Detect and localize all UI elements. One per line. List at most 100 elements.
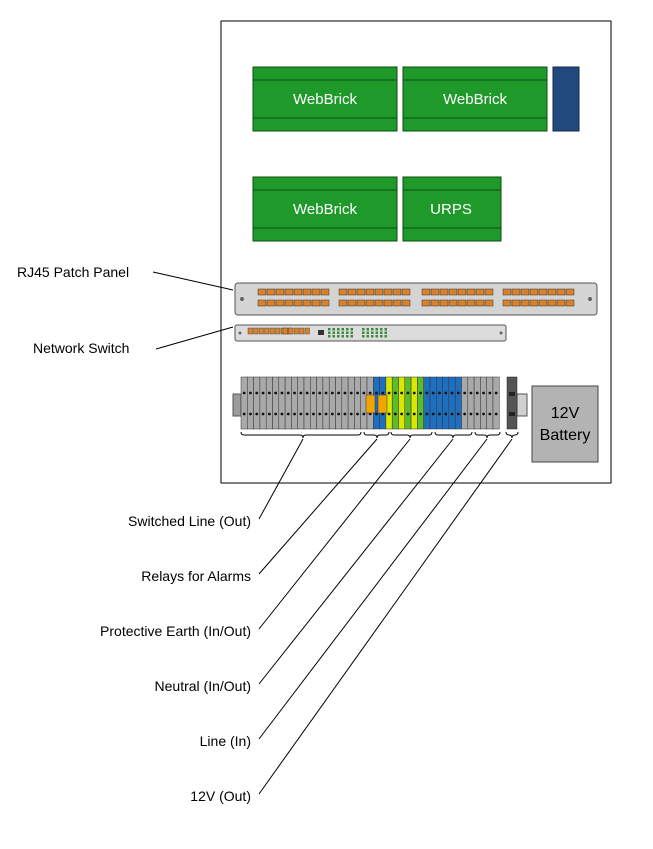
terminal-screw bbox=[412, 391, 416, 395]
terminal-screw bbox=[299, 412, 303, 416]
terminal-screw bbox=[450, 412, 454, 416]
rj45-jack bbox=[457, 288, 467, 296]
leader-lines bbox=[152, 271, 513, 795]
switch-led bbox=[384, 331, 387, 334]
terminal-12v bbox=[506, 376, 518, 430]
rj45-jack bbox=[502, 288, 512, 296]
terminal-12v-fuse bbox=[509, 392, 515, 396]
terminal-block bbox=[448, 376, 456, 430]
rj45-jack bbox=[401, 299, 411, 307]
blue-module bbox=[552, 66, 580, 132]
switch-led bbox=[341, 331, 344, 334]
switch-port bbox=[275, 327, 281, 335]
terminal-screw bbox=[406, 391, 410, 395]
rj45-jack bbox=[556, 299, 566, 307]
terminal-block bbox=[310, 376, 317, 430]
terminal-screw bbox=[242, 412, 246, 416]
rj45-jack bbox=[556, 288, 566, 296]
switch-led bbox=[328, 331, 331, 334]
label-switched-line-out: Switched Line (Out) bbox=[128, 513, 251, 529]
terminal-screw bbox=[368, 391, 372, 395]
switch-port bbox=[264, 327, 270, 335]
battery-label-line1: 12V bbox=[551, 405, 580, 422]
switch-port bbox=[253, 327, 259, 335]
switch-led bbox=[341, 328, 344, 331]
terminal-screw bbox=[431, 412, 435, 416]
terminal-block bbox=[423, 376, 431, 430]
switch-led bbox=[384, 335, 387, 338]
switch-led bbox=[328, 328, 331, 331]
switch-led bbox=[337, 331, 340, 334]
webbrick-module-3: WebBrick bbox=[252, 176, 398, 242]
terminal-screw bbox=[450, 391, 454, 395]
terminal-block bbox=[316, 376, 324, 430]
terminal-screw bbox=[349, 391, 353, 395]
terminal-screw bbox=[406, 412, 410, 416]
terminal-screw bbox=[400, 391, 404, 395]
terminal-block bbox=[303, 376, 311, 430]
switch-led bbox=[350, 328, 353, 331]
rj45-jack bbox=[547, 299, 557, 307]
terminal-block bbox=[436, 376, 443, 430]
switch-led bbox=[371, 335, 374, 338]
rj45-patch-panel bbox=[234, 282, 598, 316]
terminal-screw bbox=[337, 391, 341, 395]
terminal-screw bbox=[444, 391, 448, 395]
relay-insert bbox=[377, 394, 388, 414]
terminal-block bbox=[291, 376, 298, 430]
switch-port bbox=[304, 327, 310, 335]
terminal-block bbox=[429, 376, 437, 430]
rj45-jack bbox=[356, 288, 366, 296]
switch-led bbox=[375, 328, 378, 331]
switch-led bbox=[375, 335, 378, 338]
switch-led bbox=[380, 335, 383, 338]
switch-led bbox=[350, 335, 353, 338]
rj45-jack bbox=[421, 299, 431, 307]
rj45-jack bbox=[565, 288, 575, 296]
rj45-jack bbox=[356, 299, 366, 307]
terminal-screw bbox=[381, 412, 385, 416]
terminal-block bbox=[480, 376, 487, 430]
terminal-screw bbox=[375, 391, 378, 395]
rj45-jack bbox=[338, 288, 348, 296]
terminal-block bbox=[354, 376, 361, 430]
webbrick-label: WebBrick bbox=[443, 91, 507, 108]
terminal-block bbox=[297, 376, 305, 430]
switch-led bbox=[346, 331, 349, 334]
terminal-screw bbox=[318, 391, 322, 395]
network-switch bbox=[234, 324, 507, 342]
switch-port bbox=[288, 327, 294, 335]
rj45-jack bbox=[475, 288, 485, 296]
switch-led bbox=[366, 331, 369, 334]
rj45-jack bbox=[439, 288, 449, 296]
leader-switched-line bbox=[258, 438, 304, 520]
rj45-jack bbox=[430, 288, 440, 296]
terminal-screw bbox=[349, 412, 353, 416]
terminal-block bbox=[492, 376, 500, 430]
rj45-jack bbox=[293, 288, 303, 296]
terminal-screw bbox=[286, 412, 290, 416]
switch-port bbox=[299, 327, 305, 335]
terminal-block bbox=[461, 376, 469, 430]
terminal-screw bbox=[482, 391, 485, 395]
terminal-screw bbox=[488, 412, 492, 416]
terminal-screw bbox=[280, 391, 284, 395]
terminal-screw bbox=[343, 412, 347, 416]
label-protective-earth: Protective Earth (In/Out) bbox=[100, 623, 251, 639]
terminal-screw bbox=[356, 391, 359, 395]
switch-port bbox=[247, 327, 253, 335]
rj45-jack bbox=[365, 288, 375, 296]
terminal-screw bbox=[299, 391, 303, 395]
urps-label: URPS bbox=[430, 201, 472, 218]
terminal-screw bbox=[494, 412, 498, 416]
terminal-screw bbox=[242, 391, 246, 395]
rj45-jack bbox=[347, 288, 357, 296]
rj45-jack bbox=[430, 299, 440, 307]
rj45-jack bbox=[466, 299, 476, 307]
terminal-block bbox=[259, 376, 267, 430]
rj45-jack bbox=[421, 288, 431, 296]
rj45-jack bbox=[448, 288, 458, 296]
battery-12v: 12V Battery bbox=[531, 385, 599, 463]
terminal-block bbox=[486, 376, 494, 430]
terminal-block bbox=[454, 376, 462, 430]
